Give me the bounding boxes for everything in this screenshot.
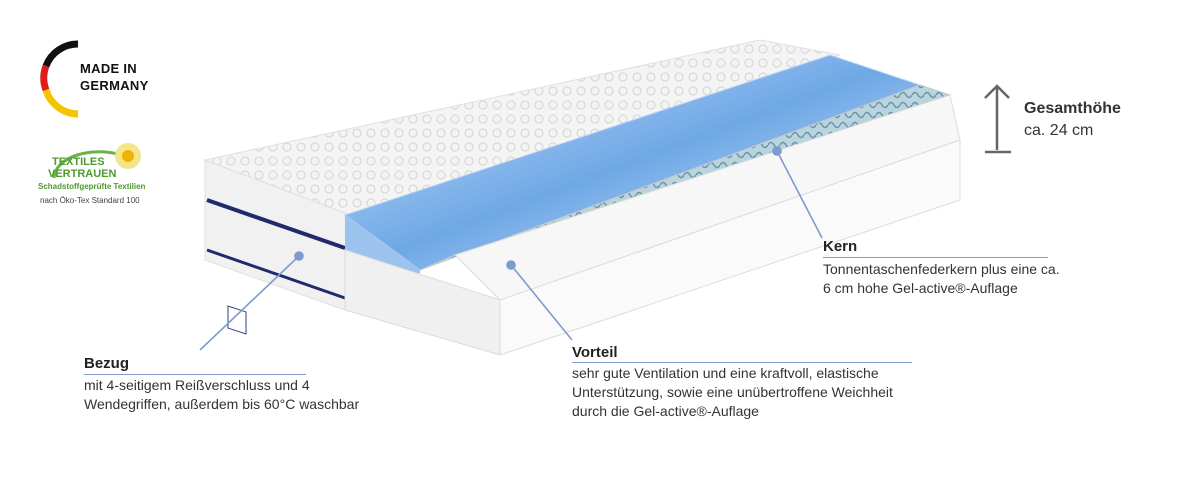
- bezug-line2: Wendegriffen, außerdem bis 60°C waschbar: [84, 396, 360, 412]
- vorteil-underline: [572, 362, 912, 363]
- height-title: Gesamthöhe: [1024, 100, 1121, 117]
- bezug-description: mit 4-seitigem Reißverschluss und 4 Wend…: [84, 376, 359, 414]
- kern-line1: Tonnentaschenfederkern plus eine ca.: [823, 261, 1060, 277]
- vorteil-title: Vorteil: [572, 344, 618, 361]
- made-in-germany-badge: MADE IN GERMANY: [40, 40, 170, 120]
- textiles-line1: TEXTILES: [52, 156, 105, 168]
- textiles-line2: VERTRAUEN: [48, 168, 117, 180]
- height-value: ca. 24 cm: [1024, 122, 1094, 139]
- kern-title: Kern: [823, 238, 858, 255]
- textiles-vertrauen-logo-icon: [52, 143, 141, 179]
- kern-underline: [823, 257, 1048, 258]
- bezug-title: Bezug: [84, 355, 129, 372]
- germany-flag-arc-icon: [40, 40, 79, 118]
- height-arrow-icon: [984, 84, 1011, 154]
- textiles-vertrauen-badge: TEXTILES VERTRAUEN Schadstoffgeprüfte Te…: [36, 138, 176, 218]
- flower-icon: [115, 143, 141, 169]
- vorteil-description: sehr gute Ventilation und eine kraftvoll…: [572, 364, 893, 421]
- textiles-line4: nach Öko-Tex Standard 100: [40, 196, 140, 205]
- vorteil-line3: durch die Gel-active®-Auflage: [572, 403, 759, 419]
- made-in-line1: MADE IN: [80, 61, 137, 76]
- bezug-underline: [84, 374, 306, 375]
- made-in-germany-text: MADE IN GERMANY: [80, 60, 149, 94]
- vorteil-line1: sehr gute Ventilation und eine kraftvoll…: [572, 365, 879, 381]
- kern-line2: 6 cm hohe Gel-active®-Auflage: [823, 280, 1018, 296]
- bezug-line1: mit 4-seitigem Reißverschluss und 4: [84, 377, 310, 393]
- made-in-line2: GERMANY: [80, 78, 149, 93]
- textiles-line3: Schadstoffgeprüfte Textilien: [38, 182, 146, 191]
- vorteil-line2: Unterstützung, sowie eine unübertroffene…: [572, 384, 893, 400]
- kern-description: Tonnentaschenfederkern plus eine ca. 6 c…: [823, 260, 1060, 298]
